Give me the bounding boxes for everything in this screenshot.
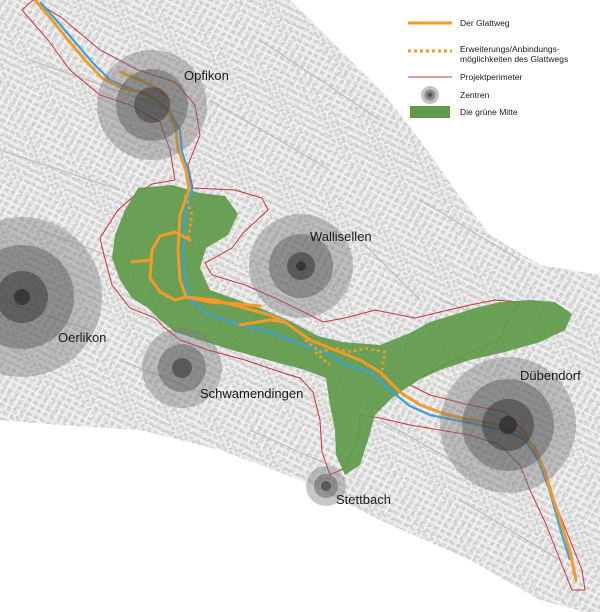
center-oerlikon-circles xyxy=(0,217,102,377)
green-center-area xyxy=(112,185,572,475)
center-label-duebendorf: Dübendorf xyxy=(520,368,581,383)
center-opfikon-circles xyxy=(97,50,207,160)
project-perimeter xyxy=(21,0,586,591)
legend-label-perimeter: Projektperimeter xyxy=(460,72,523,82)
legend-label-glattweg: Der Glattweg xyxy=(460,18,510,28)
thin-line-icon xyxy=(408,76,452,78)
legend-label-extensions-line1: Erweiterungs/Anbindungs- xyxy=(460,44,560,54)
center-label-schwamendingen: Schwamendingen xyxy=(200,386,304,401)
legend-label-centers: Zentren xyxy=(460,90,490,100)
green-swatch-icon xyxy=(410,106,450,118)
center-schwamendingen-circles xyxy=(142,328,222,408)
solid-line-icon xyxy=(408,21,452,25)
dotted-line-icon xyxy=(408,49,452,53)
centers-layer xyxy=(0,50,576,506)
legend-label-extensions-line2: möglichkeiten des Glattwegs xyxy=(460,54,569,64)
glattweg-extensions xyxy=(183,194,387,371)
concentric-circles-icon xyxy=(421,86,439,104)
center-label-oerlikon: Oerlikon xyxy=(58,330,107,345)
legend-label-green-center: Die grüne Mitte xyxy=(460,107,518,117)
center-label-wallisellen: Wallisellen xyxy=(310,229,372,244)
center-label-stettbach: Stettbach xyxy=(336,492,391,507)
center-wallisellen-circles xyxy=(249,214,353,318)
center-stettbach-circles xyxy=(306,466,346,506)
center-label-opfikon: Opfikon xyxy=(184,68,229,83)
center-duebendorf-circles xyxy=(440,357,576,493)
